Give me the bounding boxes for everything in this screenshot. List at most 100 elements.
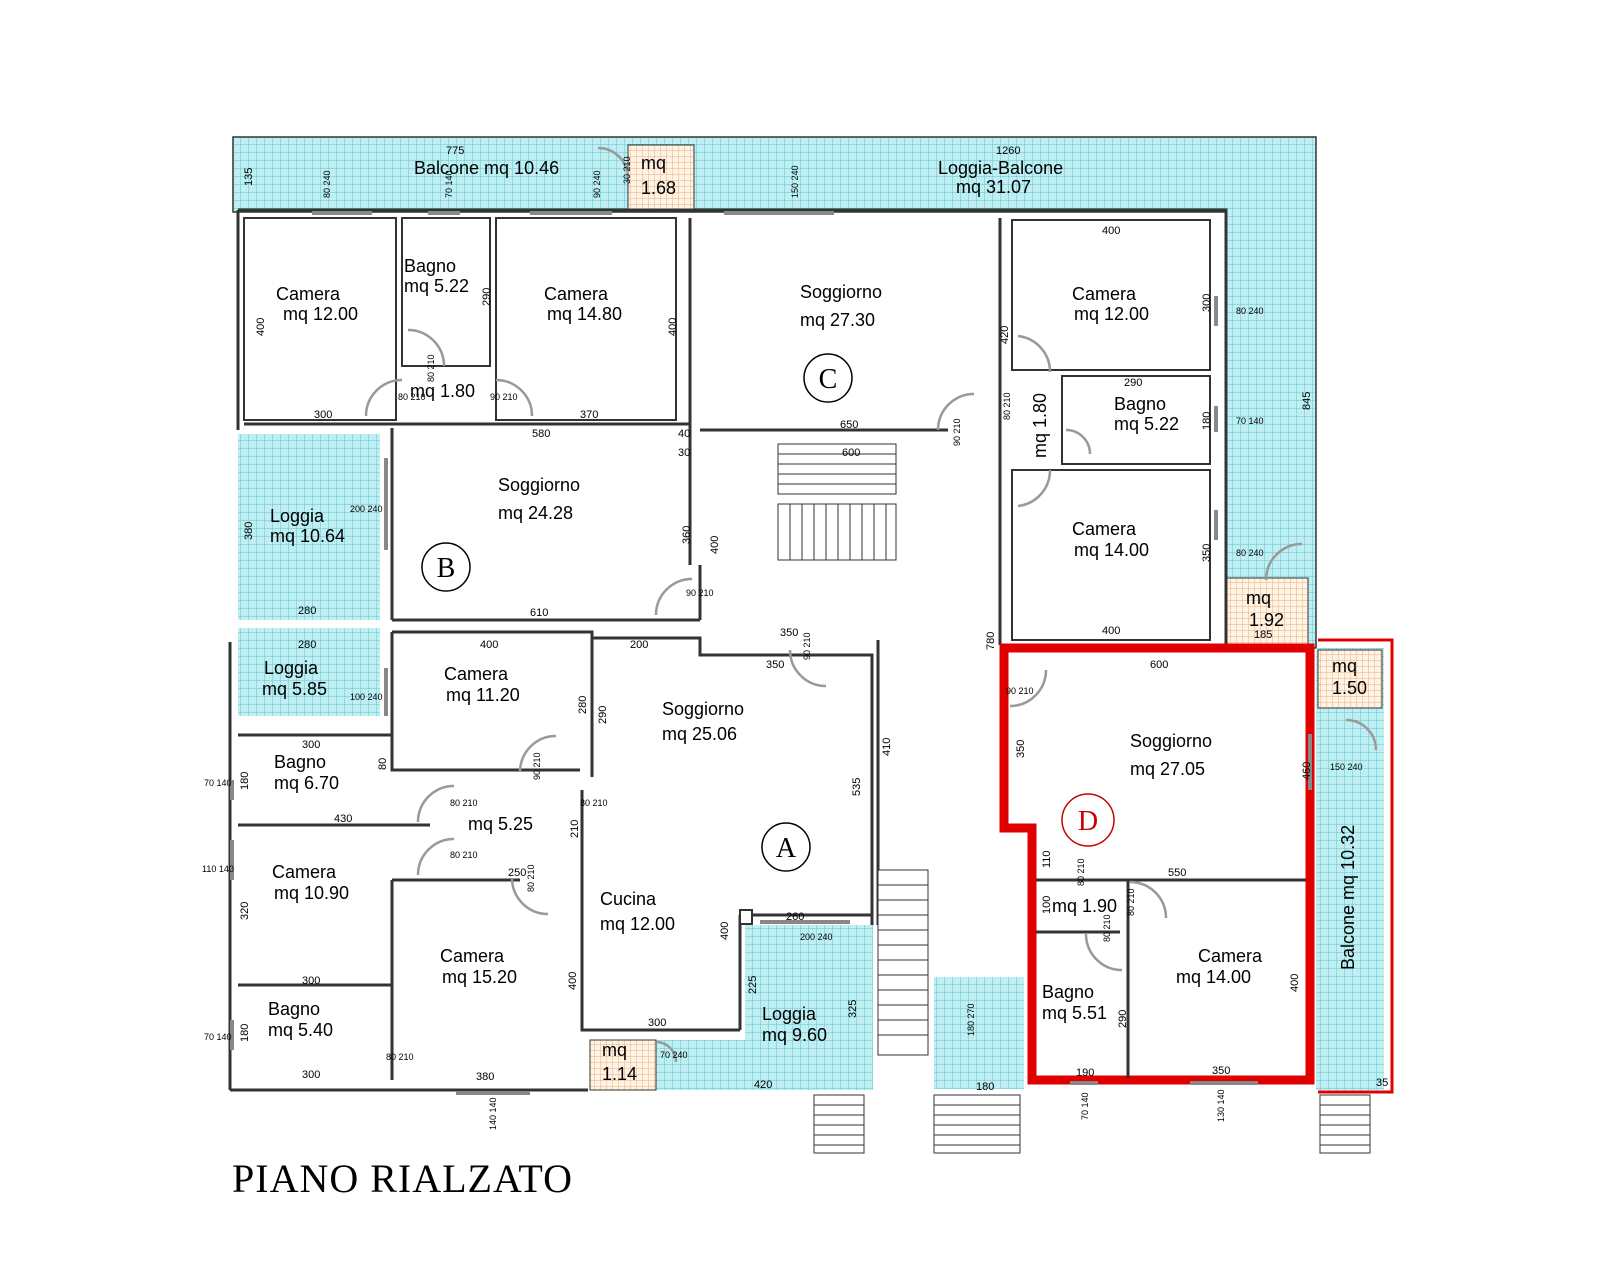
a-camera2-area: mq 10.90: [274, 883, 349, 903]
mq114-label: mq: [602, 1040, 627, 1060]
dim-210: 210: [569, 820, 581, 838]
d-soggiorno-area: mq 27.05: [1130, 759, 1205, 779]
opening-90-210-e: 90 210: [1006, 686, 1034, 696]
a-soggiorno-area: mq 25.06: [662, 724, 737, 744]
mq114-area: 1.14: [602, 1064, 637, 1084]
outdoor-areas: [232, 136, 1384, 1091]
mq192-label: mq: [1246, 588, 1271, 608]
dim-300d: 300: [302, 975, 320, 987]
mq168-label: mq: [641, 153, 666, 173]
dim-225: 225: [747, 976, 759, 994]
dim-350a: 350: [1201, 544, 1213, 562]
dim-350b: 350: [780, 627, 798, 639]
a-cucina-label: Cucina: [600, 889, 657, 909]
a-loggia-label: Loggia: [264, 658, 319, 678]
d-camera-label: Camera: [1198, 946, 1263, 966]
c-camera2-label: Camera: [1072, 519, 1137, 539]
opening-80-210-k: 80 210: [1102, 914, 1112, 942]
dim-100: 100: [1041, 896, 1053, 914]
opening-80-210-b: 80 210: [398, 392, 426, 402]
dim-1260: 1260: [996, 145, 1020, 157]
opening-70-140-c: 70 140: [204, 778, 232, 788]
mq150-label: mq: [1332, 656, 1357, 676]
dim-280b: 280: [298, 639, 316, 651]
d-hall-label: mq 1.90: [1052, 896, 1117, 916]
dim-610: 610: [530, 607, 548, 619]
unit-b-letter: B: [437, 553, 456, 584]
dim-320: 320: [239, 902, 251, 920]
c-soggiorno-area: mq 27.30: [800, 310, 875, 330]
c-camera2-area: mq 14.00: [1074, 540, 1149, 560]
a-bagno2-label: Bagno: [268, 999, 320, 1019]
opening-90-210-c: 90 210: [686, 588, 714, 598]
dim-180c: 180: [239, 1024, 251, 1042]
b-camera2-area: mq 14.80: [547, 304, 622, 324]
dim-400-a2: 400: [567, 972, 579, 990]
opening-80-210-f: 80 210: [450, 850, 478, 860]
dimension-labels: 775 1260 135 400 290 400 300 370 580 40 …: [239, 145, 1388, 1093]
dim-780: 780: [985, 632, 997, 650]
dim-380b: 380: [476, 1071, 494, 1083]
opening-80-210-g: 80 210: [526, 864, 536, 892]
dim-200: 200: [630, 639, 648, 651]
opening-80-210-d: 80 210: [450, 798, 478, 808]
b-camera2-label: Camera: [544, 284, 609, 304]
dim-400a: 400: [255, 318, 267, 336]
opening-70-140-e: 70 140: [1080, 1092, 1090, 1120]
dim-600a: 600: [842, 447, 860, 459]
dim-380a: 380: [243, 522, 255, 540]
page-title: PIANO RIALZATO: [232, 1156, 573, 1201]
dim-180d: 180: [976, 1081, 994, 1093]
mq114-area: [589, 1039, 657, 1091]
dim-300b: 300: [1201, 294, 1213, 312]
opening-80-210-a: 80 210: [426, 354, 436, 382]
b-camera1-label: Camera: [276, 284, 341, 304]
opening-90-210-a: 90 210: [490, 392, 518, 402]
a-camera2-label: Camera: [272, 862, 337, 882]
a-bagno2-area: mq 5.40: [268, 1020, 333, 1040]
a-camera1-area: mq 11.20: [446, 685, 520, 705]
mq150-area: [1317, 649, 1383, 709]
door-arcs: [364, 146, 1378, 1063]
a-camera1-label: Camera: [444, 664, 509, 684]
loggia-balcone-label: Loggia-Balcone: [938, 158, 1063, 178]
opening-80-240-b: 80 240: [1236, 306, 1264, 316]
b-loggia-area: mq 10.64: [270, 526, 345, 546]
a-camera3-label: Camera: [440, 946, 505, 966]
unit-d-letter: D: [1078, 806, 1098, 837]
dim-185: 185: [1254, 629, 1272, 641]
opening-150-240-a: 150 240: [790, 165, 800, 198]
d-bagno-area: mq 5.51: [1042, 1003, 1107, 1023]
dim-350d: 350: [1015, 740, 1027, 758]
balcone-d-area: [1316, 648, 1384, 1090]
dim-430: 430: [334, 813, 352, 825]
unit-markers: C B A D: [421, 353, 1115, 872]
dim-400c: 400: [709, 536, 721, 554]
opening-80-240-a: 80 240: [322, 170, 332, 198]
dim-180a: 180: [1201, 412, 1213, 430]
dim-400-c1: 400: [1102, 225, 1120, 237]
dim-775: 775: [446, 145, 464, 157]
opening-80-240-c: 80 240: [1236, 548, 1264, 558]
dim-580: 580: [532, 428, 550, 440]
opening-200-240-b: 200 240: [800, 932, 833, 942]
dim-290d: 290: [1117, 1010, 1129, 1028]
dim-420b: 420: [754, 1079, 772, 1091]
a-cucina-area: mq 12.00: [600, 914, 675, 934]
opening-200-240: 200 240: [350, 504, 383, 514]
dim-35: 35: [1376, 1077, 1388, 1089]
opening-150-240-b: 150 240: [1330, 762, 1363, 772]
dim-460: 460: [1301, 762, 1313, 780]
dim-535: 535: [851, 778, 863, 796]
b-loggia-label: Loggia: [270, 506, 325, 526]
b-soggiorno-area: mq 24.28: [498, 503, 573, 523]
windows: [230, 211, 1312, 1095]
dim-260: 260: [786, 911, 804, 923]
opening-110-140: 110 140: [202, 864, 234, 874]
dim-550: 550: [1168, 867, 1186, 879]
opening-100-240: 100 240: [350, 692, 383, 702]
dim-180b: 180: [239, 772, 251, 790]
c-hall-label: mq 1.80: [1030, 393, 1050, 458]
dim-40: 40: [678, 428, 690, 440]
